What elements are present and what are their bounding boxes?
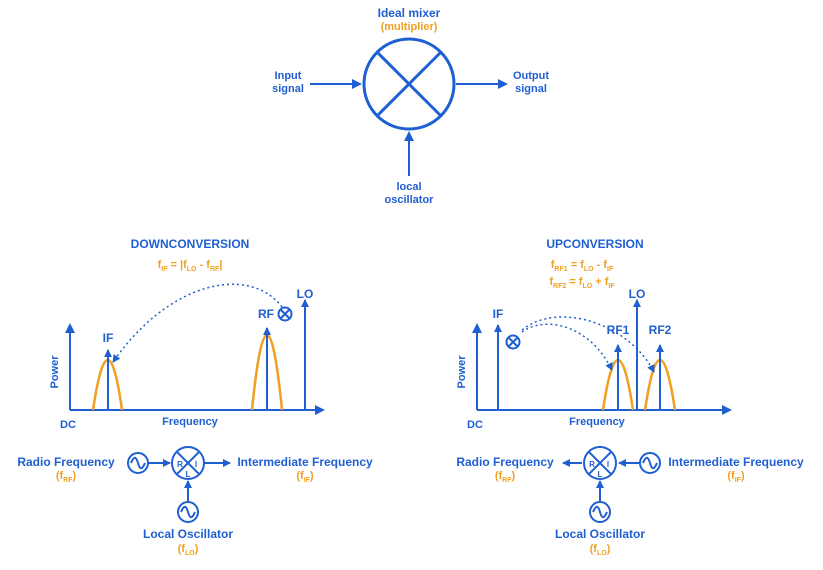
down-power-label: Power — [49, 355, 61, 389]
up-block-mixer-icon — [583, 446, 617, 480]
up-conversion-curve-1 — [521, 323, 613, 371]
down-lo-label: LO — [297, 287, 314, 301]
down-title: DOWNCONVERSION — [131, 237, 250, 251]
down-radio-frequency-label: Radio Frequency — [17, 455, 115, 469]
up-f-lo: (fLO) — [590, 543, 611, 557]
down-port-r: R — [177, 460, 183, 469]
down-f-rf: (fRF) — [56, 470, 77, 484]
up-equation-1: fRF1 = fLO - fIF — [551, 259, 614, 273]
up-intermediate-frequency-label: Intermediate Frequency — [668, 455, 804, 469]
up-rf2-label: RF2 — [649, 323, 672, 337]
lo-label-1: local — [396, 181, 421, 193]
up-if-source-icon — [639, 452, 661, 474]
down-rf-label: RF — [258, 307, 274, 321]
down-lo-source-icon — [177, 501, 199, 523]
down-frequency-label: Frequency — [162, 416, 219, 428]
up-radio-frequency-label: Radio Frequency — [456, 455, 554, 469]
mixer-symbol-icon — [362, 37, 456, 131]
up-port-l: L — [598, 470, 603, 479]
up-if-label: IF — [493, 307, 504, 321]
down-rf-source-icon — [127, 452, 149, 474]
up-dc-label: DC — [467, 419, 483, 431]
up-title: UPCONVERSION — [546, 237, 643, 251]
lo-label-2: oscillator — [385, 194, 435, 206]
down-conversion-curve — [112, 283, 283, 363]
up-conversion-curve-2 — [521, 316, 655, 373]
ideal-mixer-section: Ideal mixer (multiplier) Input signal Ou… — [272, 6, 549, 206]
up-f-if: (fIF) — [727, 470, 745, 484]
mixer-subtitle: (multiplier) — [381, 21, 438, 33]
down-f-if: (fIF) — [296, 470, 314, 484]
downconversion-section: DOWNCONVERSION fIF = |fLO - fRF| Power F… — [17, 237, 373, 557]
up-power-label: Power — [456, 355, 468, 389]
input-label-1: Input — [275, 70, 302, 82]
down-mixer-icon — [277, 306, 293, 322]
up-equation-2: fRF2 = fLO + fIF — [549, 276, 615, 290]
input-label-2: signal — [272, 83, 304, 95]
down-port-i: I — [195, 460, 197, 469]
up-local-oscillator-label: Local Oscillator — [555, 527, 645, 541]
output-label-2: signal — [515, 83, 547, 95]
upconversion-section: UPCONVERSION fRF1 = fLO - fIF fRF2 = fLO… — [456, 237, 804, 557]
down-port-l: L — [186, 470, 191, 479]
up-lo-label: LO — [629, 287, 646, 301]
down-if-label: IF — [103, 331, 114, 345]
up-frequency-label: Frequency — [569, 416, 626, 428]
up-port-r: R — [589, 460, 595, 469]
up-lo-source-icon — [589, 501, 611, 523]
down-f-lo: (fLO) — [178, 543, 199, 557]
output-label-1: Output — [513, 70, 549, 82]
down-local-oscillator-label: Local Oscillator — [143, 527, 233, 541]
up-port-i: I — [607, 460, 609, 469]
down-intermediate-frequency-label: Intermediate Frequency — [237, 455, 373, 469]
up-f-rf: (fRF) — [495, 470, 516, 484]
up-mixer-icon — [505, 334, 521, 350]
mixer-title: Ideal mixer — [378, 6, 441, 20]
down-dc-label: DC — [60, 419, 76, 431]
down-equation: fIF = |fLO - fRF| — [158, 259, 223, 273]
up-rf1-label: RF1 — [607, 323, 630, 337]
